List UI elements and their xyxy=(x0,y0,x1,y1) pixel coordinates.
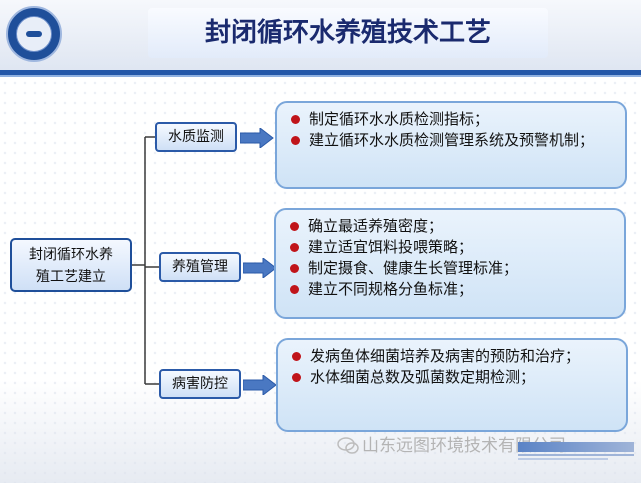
arrow-right-icon xyxy=(243,375,277,395)
page-title: 封闭循环水养殖技术工艺 xyxy=(148,8,548,58)
root-node-line1: 封闭循环水养 xyxy=(29,247,113,263)
watermark-text: 山东远图环境技术有限公司 xyxy=(362,436,566,456)
root-node: 封闭循环水养 殖工艺建立 xyxy=(10,238,132,292)
wordmark-underline-2 xyxy=(518,458,608,460)
list-item: 发病鱼体细菌培养及病害的预防和治疗； xyxy=(290,346,616,367)
list-item: 确立最适养殖密度； xyxy=(288,216,614,237)
header-stripe xyxy=(0,70,641,75)
arrow-right-icon xyxy=(240,128,274,148)
institute-wordmark-logo-icon xyxy=(518,440,634,464)
list-item: 建立适宜饵料投喂策略； xyxy=(288,237,614,258)
branch-disease-control: 病害防控 xyxy=(159,369,241,399)
panel-breeding-management: 确立最适养殖密度； 建立适宜饵料投喂策略； 制定摄食、健康生长管理标准； 建立不… xyxy=(274,208,626,319)
logo-inner-ring xyxy=(16,16,52,52)
logo-mark xyxy=(26,31,42,37)
institute-logo-icon xyxy=(6,6,62,62)
header-bar: 封闭循环水养殖技术工艺 xyxy=(0,0,641,70)
list-item: 建立循环水水质检测管理系统及预警机制； xyxy=(289,130,615,151)
list-item: 建立不同规格分鱼标准； xyxy=(288,279,614,300)
panel-disease-control: 发病鱼体细菌培养及病害的预防和治疗； 水体细菌总数及弧菌数定期检测； xyxy=(276,338,628,432)
branch-water-quality: 水质监测 xyxy=(155,122,237,152)
panel-water-quality: 制定循环水水质检测指标； 建立循环水水质检测管理系统及预警机制； xyxy=(275,101,627,189)
root-node-line2: 殖工艺建立 xyxy=(36,269,106,285)
wordmark-underline xyxy=(518,454,634,456)
wordmark-bar xyxy=(518,442,634,452)
header-stripe-light xyxy=(0,75,641,77)
list-item: 制定循环水水质检测指标； xyxy=(289,109,615,130)
list-item: 水体细菌总数及弧菌数定期检测； xyxy=(290,367,616,388)
wechat-icon xyxy=(337,437,359,454)
list-item: 制定摄食、健康生长管理标准； xyxy=(288,258,614,279)
arrow-right-icon xyxy=(243,258,277,278)
branch-breeding-management: 养殖管理 xyxy=(159,252,241,282)
